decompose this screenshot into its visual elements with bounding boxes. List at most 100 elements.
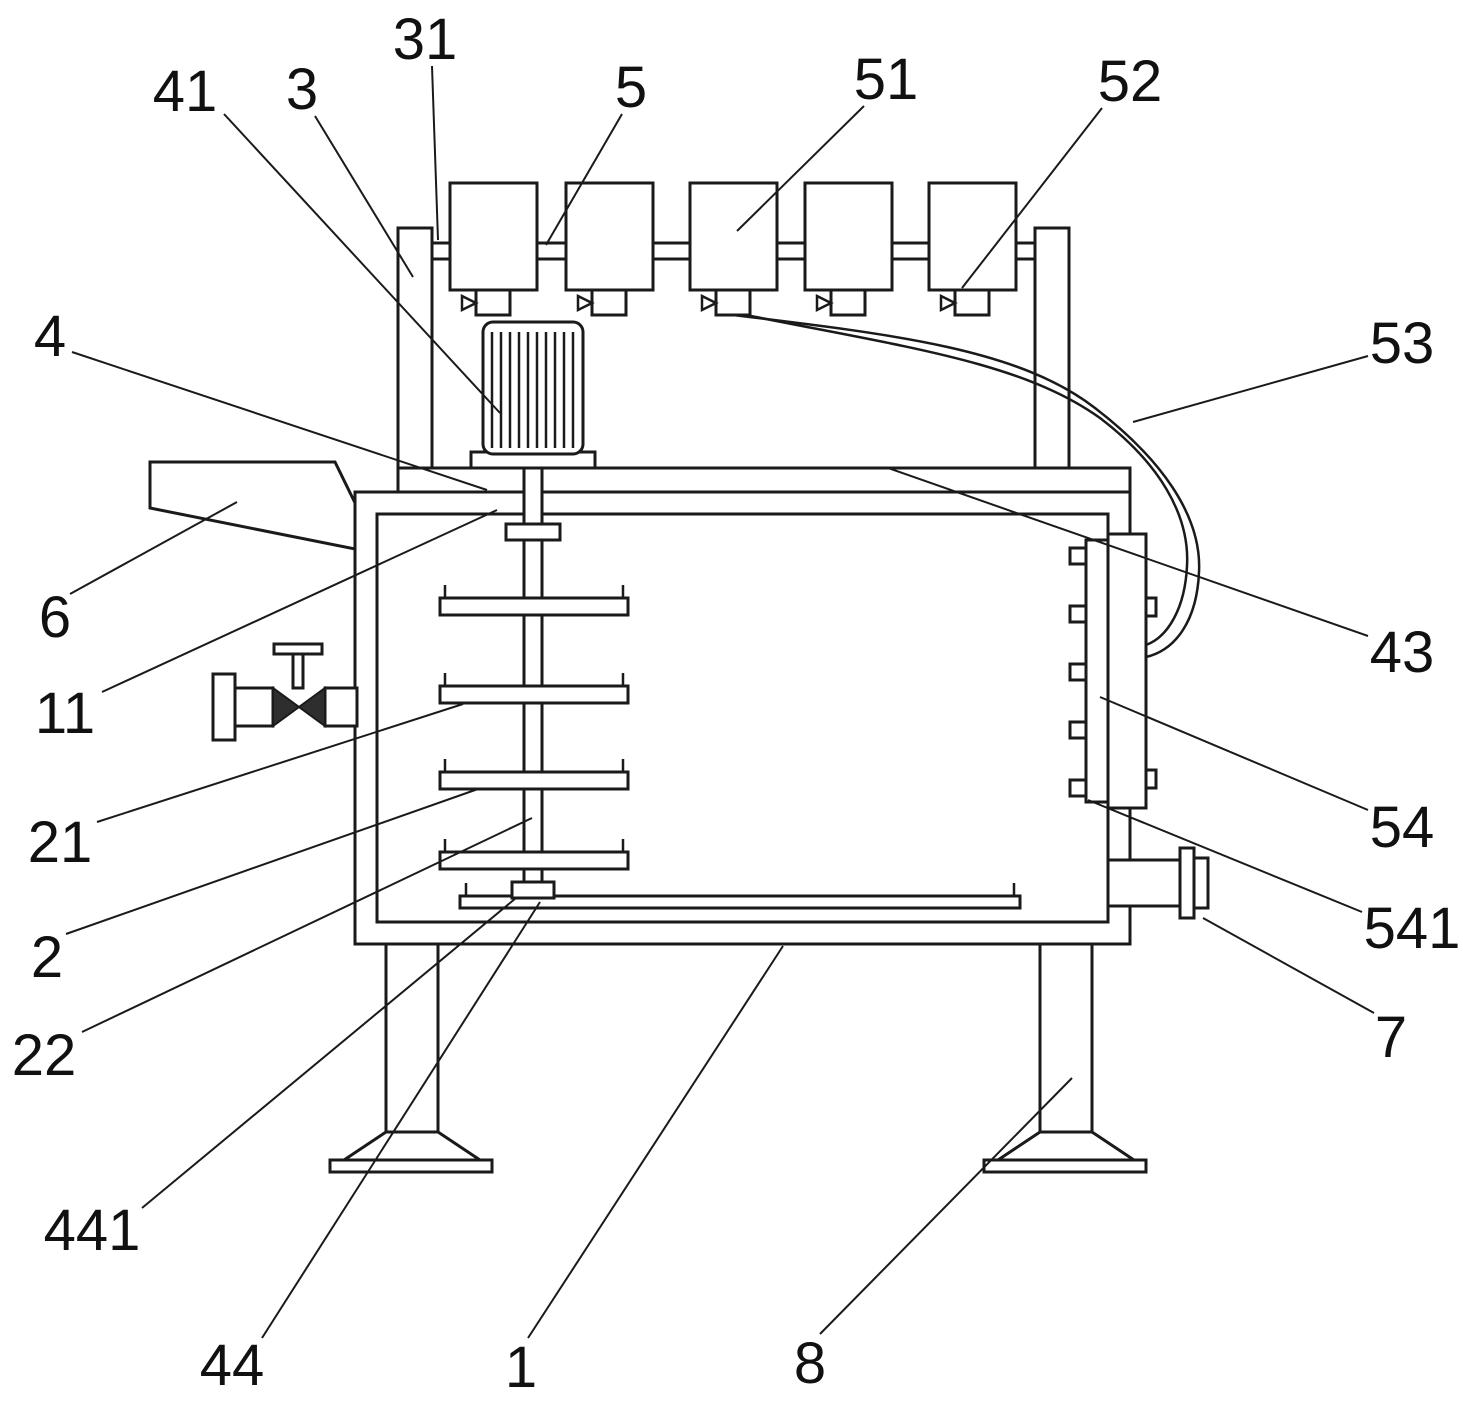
ref-label-43: 43: [1370, 620, 1435, 685]
panel-bolt-3: [1068, 662, 1088, 682]
hopper-2: [564, 181, 655, 292]
outlet-flange: [1178, 846, 1196, 920]
leader-line-54: [1099, 696, 1369, 811]
ref-label-41: 41: [153, 59, 218, 124]
leader-line-6: [69, 501, 238, 595]
panel-body: [1106, 532, 1148, 810]
ref-label-31: 31: [393, 7, 458, 72]
hopper-3: [688, 181, 779, 292]
hose-inner-line: [745, 313, 1189, 647]
agitator-shaft: [522, 453, 544, 895]
legs: [328, 942, 1148, 1174]
hopper-1: [448, 181, 539, 292]
hopper-outlet-1: [474, 288, 512, 317]
leader-line-3: [314, 115, 414, 278]
paddle-ticks-1: [443, 585, 625, 598]
ref-label-21: 21: [28, 810, 93, 875]
leader-line-2: [65, 788, 479, 935]
ref-label-11: 11: [35, 681, 95, 746]
leg-right: [1038, 942, 1094, 1134]
leader-line-22: [81, 817, 533, 1033]
leader-line-51: [736, 105, 865, 232]
hopper-outlet-4: [829, 288, 867, 317]
ref-label-441: 441: [44, 1198, 141, 1263]
feed-chute: [148, 460, 383, 557]
motor: [469, 320, 597, 470]
paddle-arm-2: [438, 684, 630, 705]
outlet-pipe: [1106, 846, 1210, 920]
paddle-ticks-3: [443, 759, 625, 772]
leader-line-21: [96, 703, 464, 823]
panel-stub-top: [1144, 596, 1158, 618]
ref-label-3: 3: [286, 57, 318, 122]
motor-fins: [490, 332, 575, 448]
panel-bolt-2: [1068, 604, 1088, 624]
top-platform: [396, 466, 1132, 494]
ref-label-541: 541: [1364, 896, 1461, 961]
outlet-valve-icon-2: [576, 293, 595, 313]
panel-bolt-1: [1068, 546, 1088, 566]
ref-label-52: 52: [1098, 49, 1163, 114]
ref-label-51: 51: [854, 47, 919, 112]
ref-label-6: 6: [39, 585, 71, 650]
bottom-rail-bar: [458, 894, 1022, 910]
shaft-bottom-bearing: [510, 880, 556, 900]
ref-label-5: 5: [615, 55, 647, 120]
leader-line-541: [1087, 799, 1363, 913]
foot-right: [993, 1130, 1139, 1162]
ref-label-2: 2: [31, 925, 63, 990]
valve-body-left: [272, 686, 301, 728]
hopper-row: [448, 181, 1018, 317]
ref-label-4: 4: [34, 304, 66, 369]
ref-label-1: 1: [505, 1335, 537, 1400]
valve-stem: [291, 652, 305, 690]
hopper-outlet-3: [714, 288, 752, 317]
paddle-arm-3: [438, 770, 630, 791]
valve-pipe-outer: [233, 686, 275, 728]
leader-line-53: [1132, 355, 1369, 423]
outlet-valve-icon-5: [939, 293, 958, 313]
leader-line-5: [545, 113, 623, 246]
leader-line-7: [1202, 917, 1375, 1014]
paddle-ticks-2: [443, 673, 625, 686]
outlet-valve-icon-1: [460, 293, 479, 313]
ref-label-22: 22: [12, 1023, 77, 1088]
leader-line-41: [223, 113, 501, 414]
outlet-valve-icon-3: [700, 293, 719, 313]
outlet-valve-icon-4: [815, 293, 834, 313]
side-panel: [1068, 532, 1158, 810]
ref-label-53: 53: [1370, 311, 1435, 376]
panel-stub-bottom: [1144, 768, 1158, 790]
frame-post-right: [1033, 226, 1071, 470]
leader-line-44: [261, 901, 541, 1339]
ref-label-7: 7: [1375, 1005, 1407, 1070]
hopper-outlet-5: [953, 288, 991, 317]
paddle-ticks-4: [443, 839, 625, 852]
leader-line-8: [819, 1077, 1073, 1335]
motor-body: [481, 320, 585, 456]
leader-line-1: [527, 945, 784, 1339]
hopper-outlet-2: [590, 288, 628, 317]
foot-base-right: [982, 1158, 1148, 1174]
leader-line-441: [141, 897, 517, 1209]
ref-label-54: 54: [1370, 795, 1435, 860]
bottom-rail: [458, 883, 1022, 910]
leader-line-4: [71, 351, 488, 491]
outlet-cap: [1192, 856, 1210, 910]
paddle-arm-1: [438, 596, 630, 617]
side-valve: [211, 642, 359, 742]
outlet-pipe-body: [1106, 858, 1182, 908]
leader-line-31: [431, 65, 439, 241]
foot-left: [339, 1130, 485, 1162]
panel-back-plate: [1084, 538, 1110, 804]
ref-label-44: 44: [200, 1333, 265, 1398]
leg-left: [384, 942, 440, 1134]
leader-line-11: [101, 509, 498, 693]
hose: [732, 313, 1201, 659]
shaft-coupling: [504, 522, 562, 542]
valve-flange: [211, 672, 237, 742]
valve-body-right: [297, 686, 326, 728]
paddle-arm-4: [438, 850, 630, 871]
